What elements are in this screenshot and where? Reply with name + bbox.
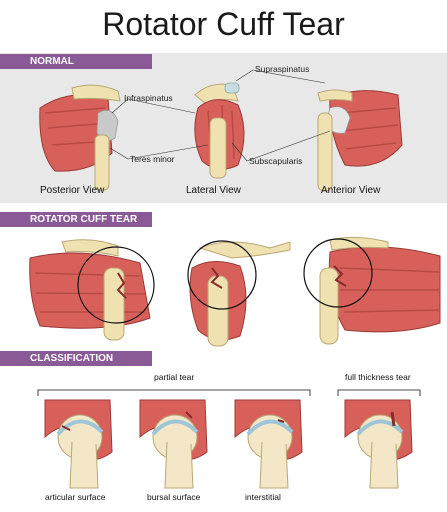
lateral-view-illustration — [194, 82, 245, 179]
humeral-head-full-thickness — [344, 399, 413, 489]
view-label-posterior: Posterior View — [40, 185, 105, 196]
label-teres-minor: Teres minor — [130, 154, 175, 164]
normal-illustrations — [39, 69, 403, 192]
partial-tear-label: partial tear — [154, 372, 195, 382]
section-label-classification: CLASSIFICATION — [30, 353, 114, 364]
section-label-normal: NORMAL — [30, 56, 74, 67]
humeral-head-articular-surface — [44, 399, 113, 489]
view-label-lateral: Lateral View — [186, 185, 241, 196]
section-bar-normal: NORMAL — [0, 54, 152, 69]
posterior-view-illustration — [39, 84, 121, 191]
section-bar-classification: CLASSIFICATION — [0, 351, 152, 366]
humeral-head-bursal-surface — [139, 399, 208, 489]
section-bar-tear: ROTATOR CUFF TEAR — [0, 212, 152, 227]
view-label-anterior: Anterior View — [321, 185, 381, 196]
caption-articular-surface: articular surface — [45, 492, 106, 502]
section-label-tear: ROTATOR CUFF TEAR — [30, 214, 138, 225]
tear-illustrations — [29, 236, 441, 347]
tear-lateral-illustration — [187, 240, 291, 347]
tear-anterior-illustration — [303, 236, 441, 345]
page-title: Rotator Cuff Tear — [102, 6, 345, 42]
caption-interstitial: interstitial — [245, 492, 281, 502]
humeral-head-interstitial — [234, 399, 303, 489]
label-supraspinatus: Supraspinatus — [255, 64, 310, 74]
full-thickness-tear-label: full thickness tear — [345, 372, 411, 382]
classification-brackets — [37, 389, 421, 396]
caption-bursal-surface: bursal surface — [147, 492, 201, 502]
label-leader-lines — [109, 69, 331, 162]
label-subscapularis: Subscapularis — [249, 156, 303, 166]
classification-illustrations — [37, 389, 421, 489]
tear-posterior-illustration — [29, 239, 155, 341]
label-infraspinatus: Infraspinatus — [124, 93, 173, 103]
anterior-view-illustration — [317, 89, 403, 192]
